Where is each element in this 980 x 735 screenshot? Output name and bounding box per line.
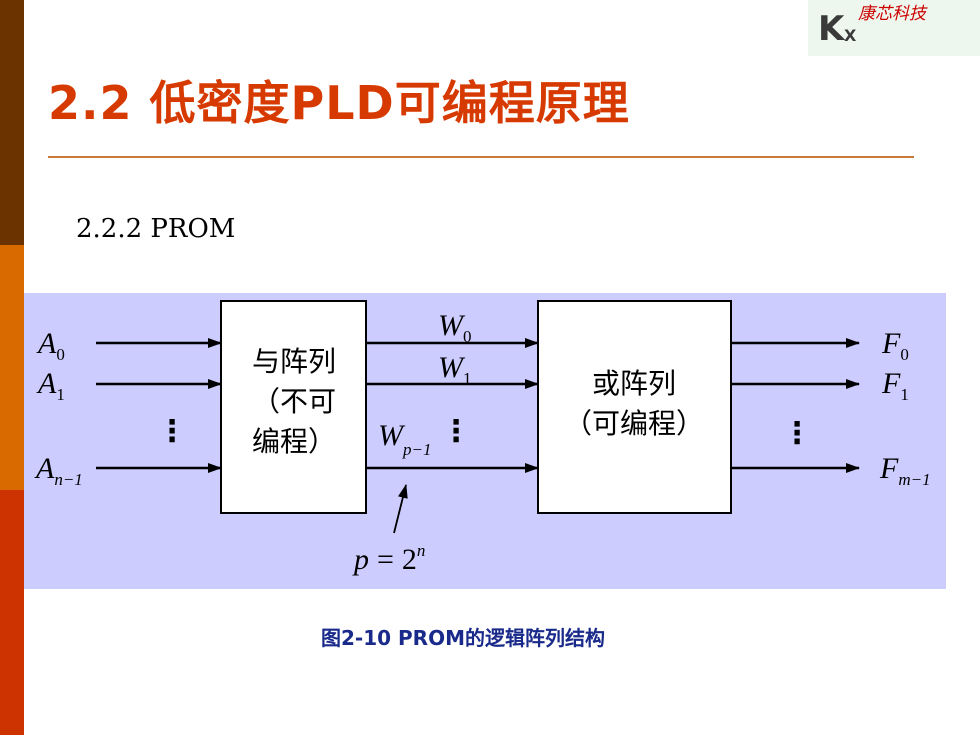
side-color-bar <box>0 0 24 735</box>
figure-caption: 图2-10 PROM的逻辑阵列结构 <box>0 622 980 651</box>
prom-diagram-svg: 与阵列 （不可 编程） 或阵列 （可编程） A0 A <box>34 300 931 576</box>
figure-caption-text: 图2-10 PROM的逻辑阵列结构 <box>321 626 605 650</box>
side-bar-segment-middle <box>0 245 24 490</box>
output-label-fm: Fm−1 <box>879 452 931 489</box>
logo-letter-k: K <box>818 9 845 49</box>
company-logo <box>808 0 980 56</box>
output-label-f1: F1 <box>881 367 909 404</box>
word-ellipsis: ⋮ <box>441 414 471 449</box>
and-array-label-3: 编程） <box>252 425 336 458</box>
input-label-an: An−1 <box>34 452 83 489</box>
or-array-label-1: 或阵列 <box>592 367 676 400</box>
prom-diagram: 与阵列 （不可 编程） 或阵列 （可编程） A0 A <box>24 293 946 589</box>
equation-pointer-arrow <box>393 484 408 534</box>
or-array-label-2: （可编程） <box>564 407 704 440</box>
input-ellipsis: ⋮ <box>157 414 187 449</box>
logo-letter-x: X <box>844 26 857 45</box>
or-array-box <box>537 300 732 514</box>
section-heading: 2.2.2 PROM <box>76 214 236 244</box>
input-label-a1: A1 <box>36 367 65 404</box>
and-array-label-2: （不可 <box>252 385 336 418</box>
word-label-w1: W1 <box>438 351 472 388</box>
logo-company-name: 康芯科技 <box>858 4 926 24</box>
side-bar-segment-top <box>0 0 24 245</box>
word-label-w0: W0 <box>438 309 472 346</box>
word-label-wp: Wp−1 <box>378 419 431 459</box>
equation-p-equals-2n: p=2n <box>352 541 425 576</box>
slide-title: 2.2 低密度PLD可编程原理 <box>48 76 630 130</box>
side-bar-segment-bottom <box>0 490 24 735</box>
input-label-a0: A0 <box>36 327 65 364</box>
output-label-f0: F0 <box>881 327 909 364</box>
title-underline <box>48 156 914 158</box>
and-array-label-1: 与阵列 <box>252 345 336 378</box>
output-ellipsis: ⋮ <box>782 416 812 451</box>
and-array-box <box>220 300 367 514</box>
